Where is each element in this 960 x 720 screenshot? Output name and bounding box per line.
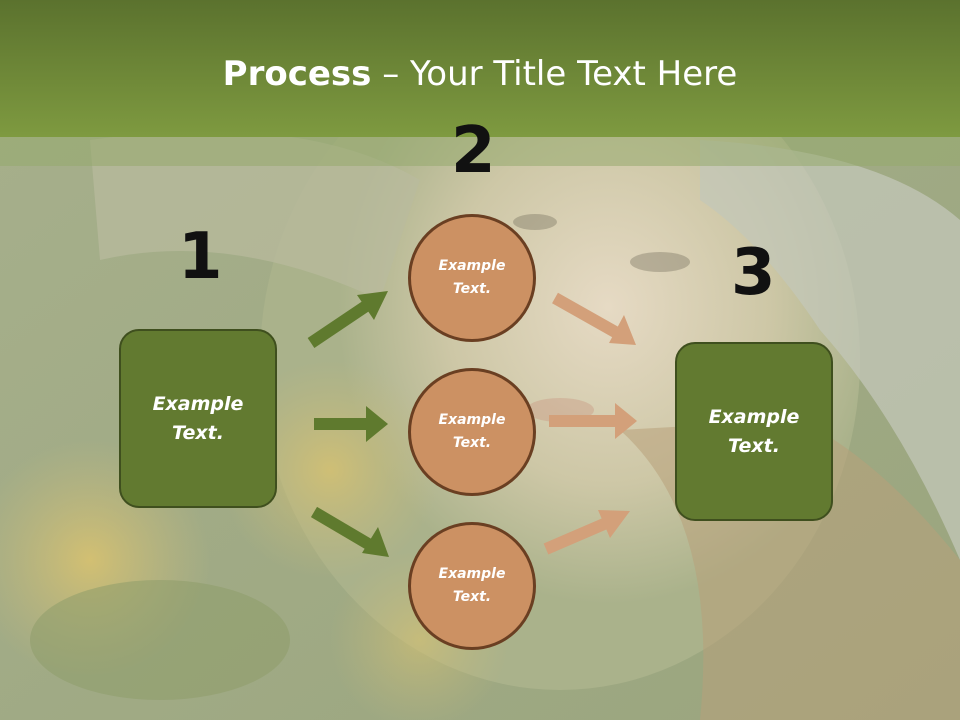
arrow-bottom-to-right <box>543 510 630 555</box>
title-bar-band <box>0 137 960 166</box>
arrow-left-to-bottom <box>310 506 389 557</box>
title-rest: Your Title Text Here <box>410 54 738 94</box>
circle-bottom-text: Example Text. <box>439 563 506 609</box>
process-circle-top[interactable]: Example Text. <box>408 214 536 342</box>
process-circle-bottom[interactable]: Example Text. <box>408 522 536 650</box>
step-number-3: 3 <box>731 236 776 310</box>
left-box-text: Example Text. <box>153 390 244 448</box>
process-circle-middle[interactable]: Example Text. <box>408 368 536 496</box>
title-bold: Process <box>222 54 372 94</box>
circle-middle-text: Example Text. <box>439 409 506 455</box>
title-separator: – <box>382 54 400 94</box>
circle-top-line1: Example <box>438 258 506 274</box>
circle-bottom-line2: Text. <box>452 589 492 605</box>
circle-bottom-line1: Example <box>438 566 506 582</box>
circle-top-line2: Text. <box>452 281 492 297</box>
left-process-box[interactable]: Example Text. <box>119 329 277 508</box>
right-process-box[interactable]: Example Text. <box>675 342 833 521</box>
step-number-1: 1 <box>178 220 223 294</box>
arrow-left-to-top <box>307 291 388 348</box>
right-box-line2: Text. <box>728 434 780 457</box>
circle-middle-line2: Text. <box>452 435 492 451</box>
arrow-top-to-right <box>552 292 636 345</box>
step-number-2: 2 <box>451 114 496 188</box>
right-box-line1: Example <box>708 405 800 428</box>
left-box-line2: Text. <box>172 421 224 444</box>
right-box-text: Example Text. <box>709 403 800 461</box>
circle-top-text: Example Text. <box>439 255 506 301</box>
slide-title: Process – Your Title Text Here <box>0 52 960 96</box>
arrow-middle-to-right <box>549 403 637 439</box>
arrow-left-to-middle <box>314 406 388 442</box>
title-bar <box>0 0 960 137</box>
left-box-line1: Example <box>152 392 244 415</box>
circle-middle-line1: Example <box>438 412 506 428</box>
